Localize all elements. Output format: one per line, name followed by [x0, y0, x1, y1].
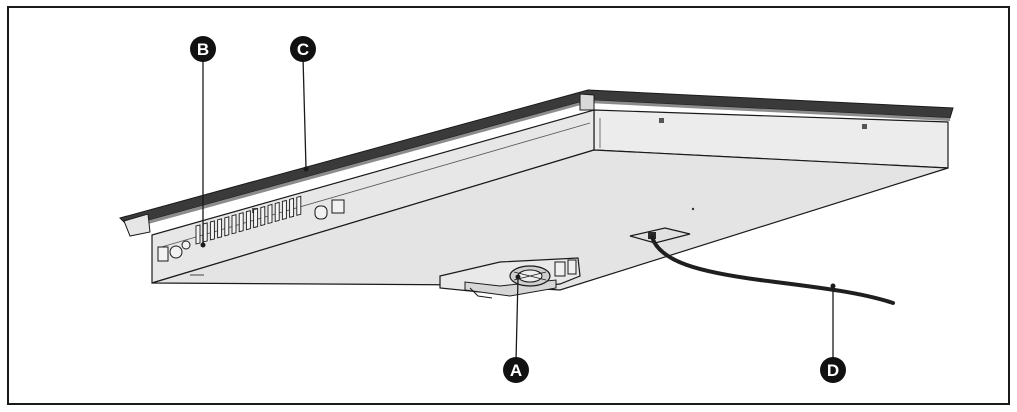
svg-text:B: B: [197, 40, 209, 59]
fan-mount: [439, 257, 581, 299]
callout-d: D: [820, 357, 846, 383]
screw-2: [862, 124, 867, 129]
callout-c: C: [290, 36, 316, 62]
ventilation-slots: [195, 195, 302, 245]
vent-slot: [296, 195, 302, 216]
leader-lines: [202, 56, 834, 362]
vent-slot: [274, 201, 280, 223]
vent-slot: [231, 214, 237, 235]
leader-dots: [200, 166, 836, 289]
vent-slot: [289, 197, 295, 218]
vent-slot: [209, 220, 215, 241]
vent-slot: [267, 203, 273, 225]
svg-text:D: D: [827, 361, 839, 380]
vent-slot: [253, 208, 259, 229]
screw-1: [659, 118, 664, 123]
vent-slot: [224, 216, 230, 237]
callout-b: B: [190, 36, 216, 62]
svg-text:C: C: [297, 40, 309, 59]
svg-text:A: A: [510, 361, 522, 380]
vent-slot: [202, 222, 208, 243]
side-connectors: [157, 199, 345, 262]
power-cable: [650, 235, 895, 305]
glass-top-plate: [119, 89, 954, 237]
vent-slot: [217, 218, 223, 239]
callout-a: A: [503, 357, 529, 383]
cooktop-housing: [151, 93, 949, 291]
vent-slot: [245, 210, 251, 231]
vent-slot: [281, 199, 287, 220]
vent-slot: [195, 224, 201, 245]
vent-slot: [238, 212, 244, 233]
vent-slot: [260, 205, 266, 227]
